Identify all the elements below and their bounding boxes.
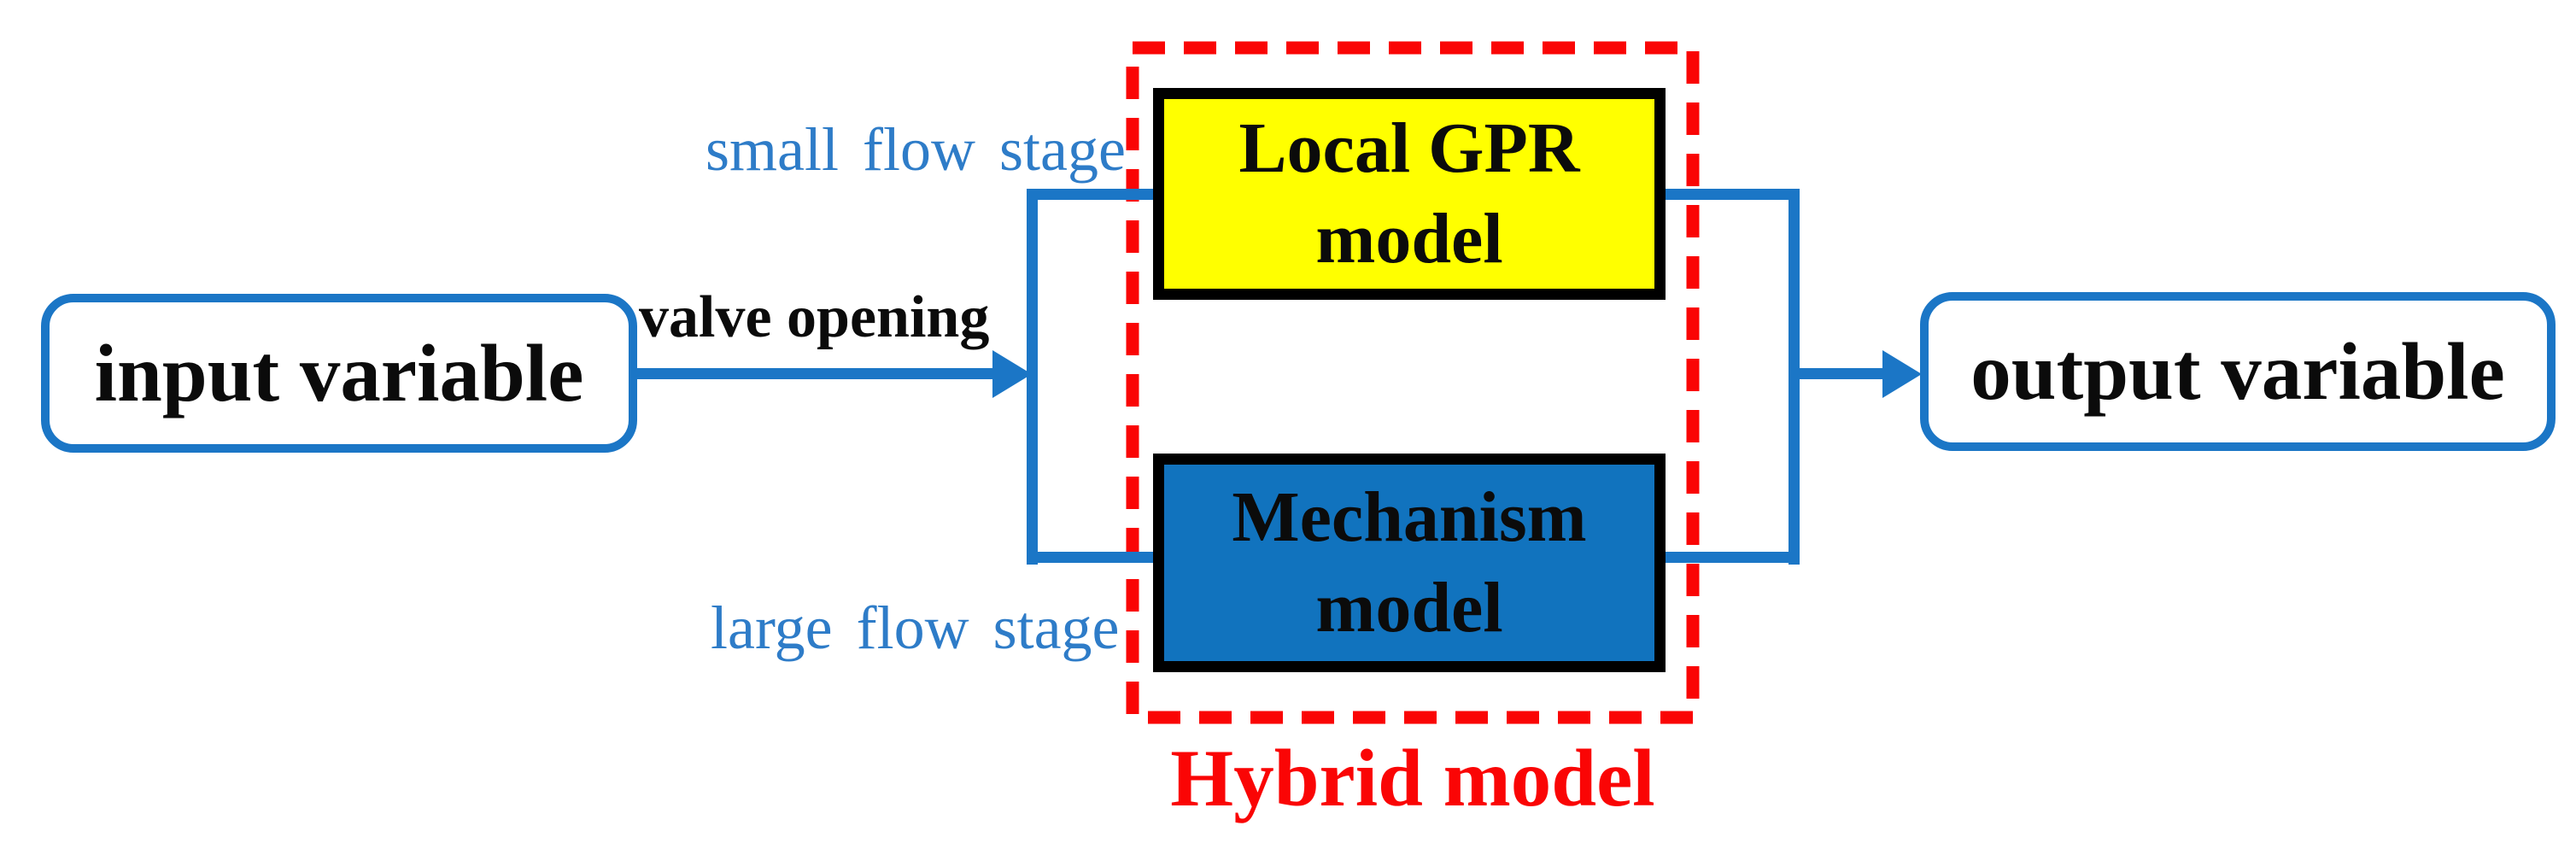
output-variable-label: output variable [1970, 326, 2505, 417]
input-variable-label: input variable [94, 328, 584, 419]
hybrid-model-boundary [1126, 41, 1700, 724]
input-arrow-shaft [634, 368, 996, 379]
hybrid-model-label: Hybrid model [1170, 733, 1655, 823]
mechanism-model-label-line1: Mechanism [1232, 477, 1587, 557]
hybrid-model-boundary-rect [1126, 41, 1700, 724]
gpr-output-connector [1659, 189, 1800, 200]
local-gpr-model-label-line1: Local GPR [1238, 108, 1580, 188]
branch-to-gpr-connector [1027, 189, 1156, 200]
output-variable-box: output variable [1920, 292, 2556, 451]
output-arrow-shaft [1789, 368, 1884, 379]
small-flow-stage-label: small flow stage [705, 115, 1126, 184]
local-gpr-model-label-line2: model [1315, 199, 1503, 278]
branch-to-mechanism-connector [1027, 552, 1163, 563]
output-arrowhead-icon [1882, 350, 1922, 398]
local-gpr-model-box: Local GPR model [1153, 88, 1666, 300]
mechanism-model-label-line2: model [1315, 568, 1503, 647]
mechanism-output-connector [1659, 552, 1800, 563]
input-variable-box: input variable [41, 294, 637, 453]
input-arrowhead-icon [992, 350, 1032, 398]
split-vertical-connector [1027, 189, 1038, 565]
mechanism-model-box: Mechanism model [1153, 454, 1666, 672]
large-flow-stage-label: large flow stage [711, 594, 1120, 662]
valve-opening-label: valve opening [639, 284, 990, 350]
